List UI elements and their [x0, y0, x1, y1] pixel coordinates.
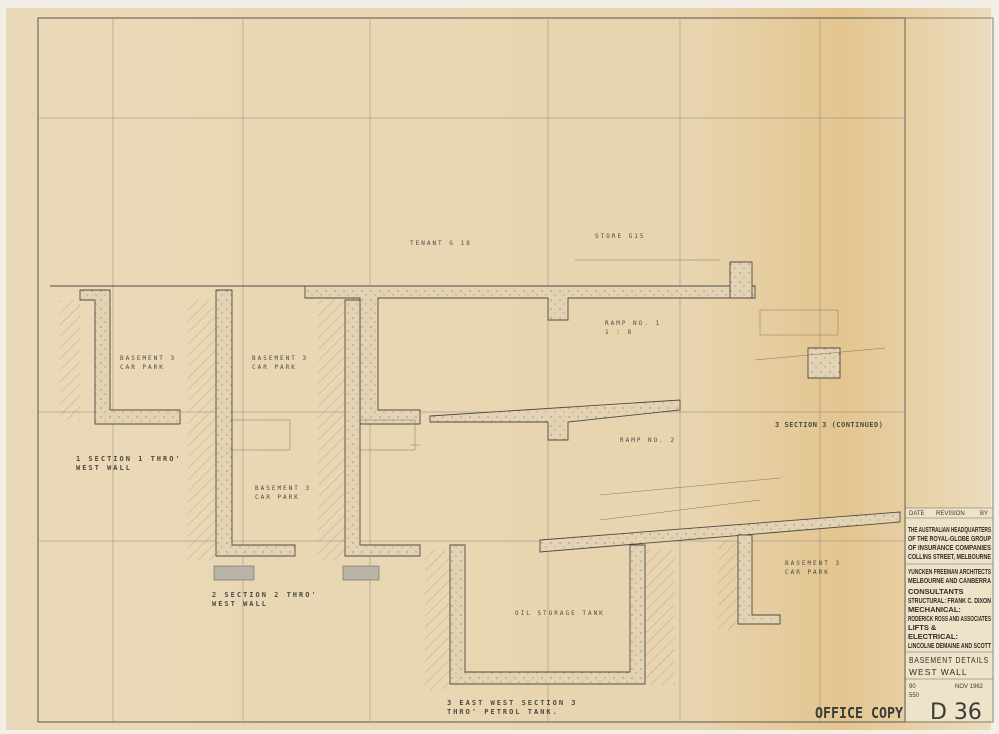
client-line: OF INSURANCE COMPANIES	[908, 543, 991, 552]
section-titles: 1 SECTION 1 THRO' WEST WALL 2 SECTION 2 …	[76, 421, 883, 716]
room-label-ramp1: RAMP NO. 1	[605, 320, 661, 327]
room-label-oil-tank: OIL STORAGE TANK	[515, 610, 605, 617]
consultant-line: RODERICK ROSS AND ASSOCIATES	[908, 614, 991, 623]
consultant-line: STRUCTURAL: FRANK C. DIXON	[908, 596, 991, 605]
consultant-line: ELECTRICAL:	[908, 632, 958, 641]
drawing-number: D 36	[930, 700, 982, 725]
drawing-date: NOV 1962	[955, 684, 984, 690]
revision-header-revision: REVISION	[936, 511, 965, 517]
sub-number: 550	[909, 693, 920, 699]
sheet-title: BASEMENT DETAILS	[909, 655, 989, 665]
room-label-car-park: CAR PARK	[252, 364, 297, 371]
room-labels: TENANT G 18 STORE G15 RAMP NO. 1 1 : 8 R…	[120, 233, 841, 617]
client-line: OF THE ROYAL-GLOBE GROUP	[908, 534, 991, 543]
revision-header-by: BY	[980, 511, 988, 517]
consultant-line: CONSULTANTS	[908, 587, 964, 596]
sheet-subtitle: WEST WALL	[909, 667, 968, 677]
footings	[213, 565, 380, 581]
room-label-car-park: CAR PARK	[120, 364, 165, 371]
structure-walls	[50, 261, 901, 685]
section-1-title: 1 SECTION 1 THRO'	[76, 455, 182, 463]
title-block: DATE REVISION BY THE AUSTRALIAN HEADQUAR…	[905, 507, 993, 725]
room-label-store: STORE G15	[595, 233, 646, 240]
job-number: 90	[909, 684, 916, 690]
section-2-subtitle: WEST WALL	[212, 600, 268, 608]
room-label-car-park: BASEMENT 3	[120, 355, 176, 362]
architect-line: YUNCKEN FREEMAN ARCHITECTS	[908, 567, 991, 576]
room-label-car-park: BASEMENT 3	[785, 560, 841, 567]
client-line: THE AUSTRALIAN HEADQUARTERS	[908, 525, 991, 534]
section-3-title: 3 EAST WEST SECTION 3	[447, 699, 578, 707]
room-label-tenant: TENANT G 18	[410, 240, 472, 247]
section-3-subtitle: THRO' PETROL TANK.	[447, 708, 559, 716]
room-label-car-park: BASEMENT 3	[252, 355, 308, 362]
consultant-line: MECHANICAL:	[908, 605, 961, 614]
room-label-car-park: BASEMENT 3	[255, 485, 311, 492]
room-label-ramp1-grade: 1 : 8	[605, 329, 633, 336]
client-line: COLLINS STREET, MELBOURNE	[908, 552, 991, 561]
section-3-continued-title: 3 SECTION 3 (CONTINUED)	[775, 421, 883, 429]
revision-header-date: DATE	[909, 511, 925, 517]
office-copy-stamp: OFFICE COPY	[815, 704, 903, 722]
architect-line: MELBOURNE AND CANBERRA	[908, 576, 991, 585]
detail-lines	[230, 259, 886, 521]
room-label-ramp2: RAMP NO. 2	[620, 437, 676, 444]
section-2-title: 2 SECTION 2 THRO'	[212, 591, 318, 599]
room-label-car-park: CAR PARK	[255, 494, 300, 501]
consultant-line: LINCOLNE DEMAINE AND SCOTT	[908, 641, 991, 650]
room-label-car-park: CAR PARK	[785, 569, 830, 576]
earth-hatching	[60, 300, 738, 690]
consultant-line: LIFTS &	[908, 623, 937, 632]
section-1-subtitle: WEST WALL	[76, 464, 132, 472]
